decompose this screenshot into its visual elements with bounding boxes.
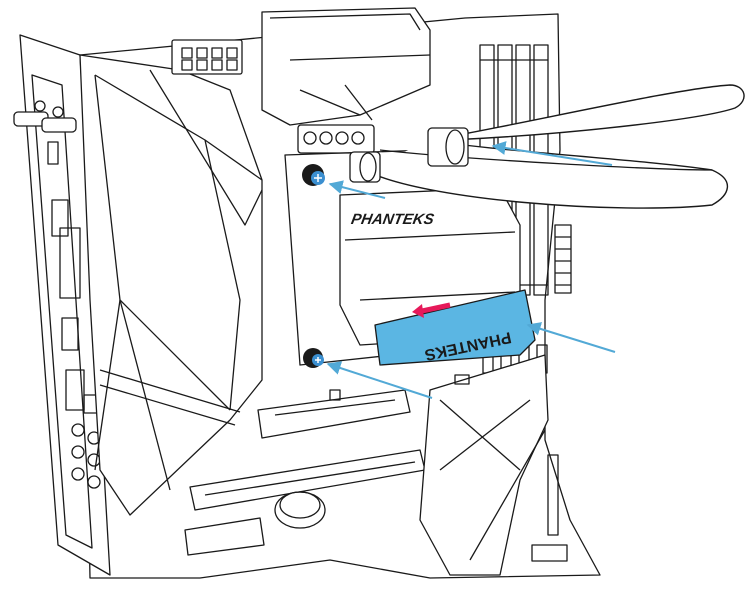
callout-arrow-icon: [491, 141, 613, 166]
pcie-slot-small: [184, 517, 265, 556]
slide-direction-arrow-icon: [412, 302, 451, 318]
tube-fitting-left: [349, 151, 381, 183]
callout-arrow-icon: [526, 322, 616, 353]
tube-fitting-right: [427, 127, 469, 167]
callout-arrow-icon: [328, 180, 386, 199]
screw-top-left-icon: [302, 164, 325, 186]
capacitor-row: [297, 124, 375, 154]
block-brand-text: PHANTEKS: [350, 211, 435, 228]
screw-bottom-left-icon: [303, 348, 324, 368]
small-component: [329, 389, 341, 401]
vrm-heatsink-armor: [79, 54, 263, 516]
small-component: [454, 374, 470, 385]
motherboard-outline: [79, 13, 601, 579]
atx-power-connector: [554, 224, 572, 294]
block-cover-plate: [374, 289, 536, 366]
chipset-heatsink: [419, 354, 549, 576]
m2-slot: [257, 389, 411, 439]
top-vrm-heatsink: [261, 7, 431, 126]
cpu-power-connector: [171, 39, 243, 75]
callout-arrow-icon: [326, 361, 433, 399]
rear-io-panel: [13, 34, 111, 576]
cmos-battery: [274, 491, 326, 529]
sata-ports: [531, 454, 568, 562]
water-tubes: [364, 84, 745, 209]
